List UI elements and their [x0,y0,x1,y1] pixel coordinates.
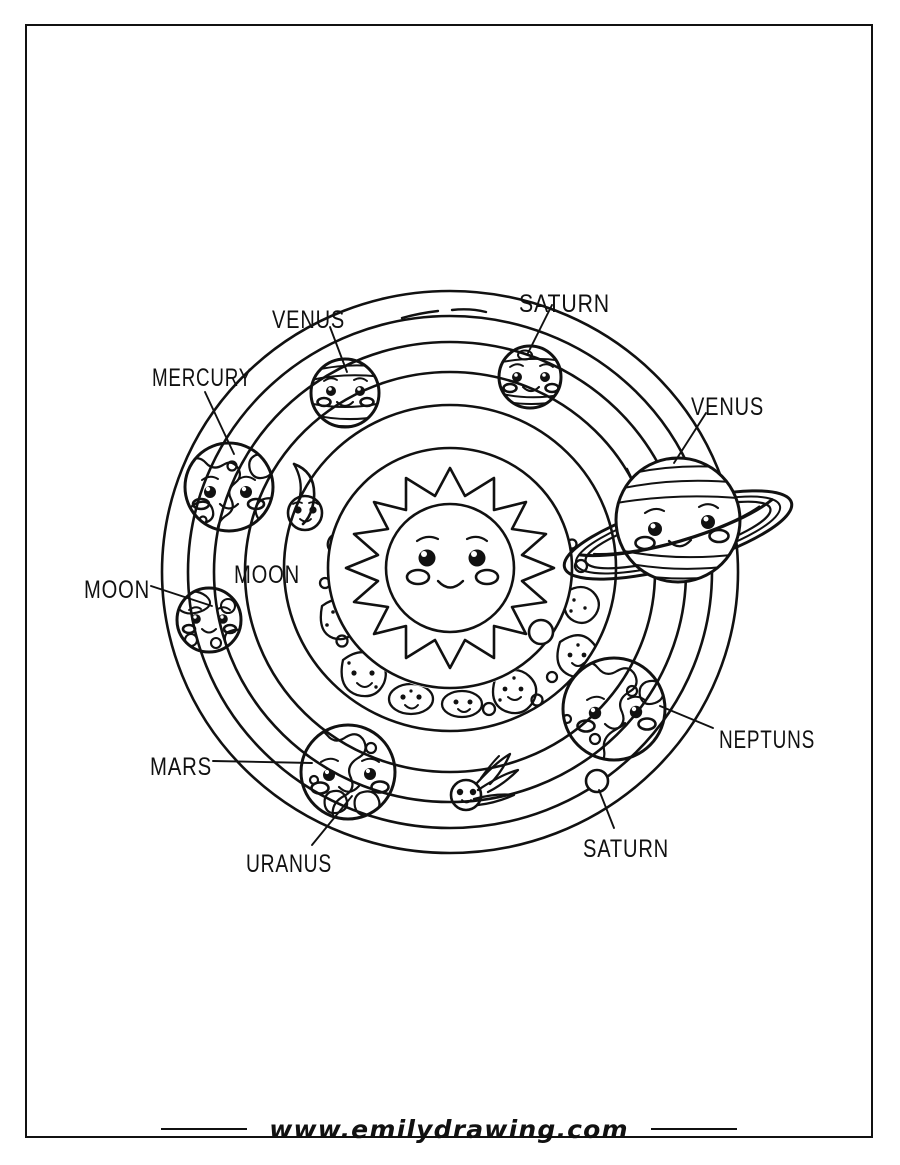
footer: www.emilydrawing.com [25,1103,873,1155]
footer-website-url[interactable]: www.emilydrawing.com [269,1114,629,1144]
page-border-frame [25,24,873,1138]
footer-rule-left [161,1128,248,1130]
footer-rule-right [650,1128,737,1130]
